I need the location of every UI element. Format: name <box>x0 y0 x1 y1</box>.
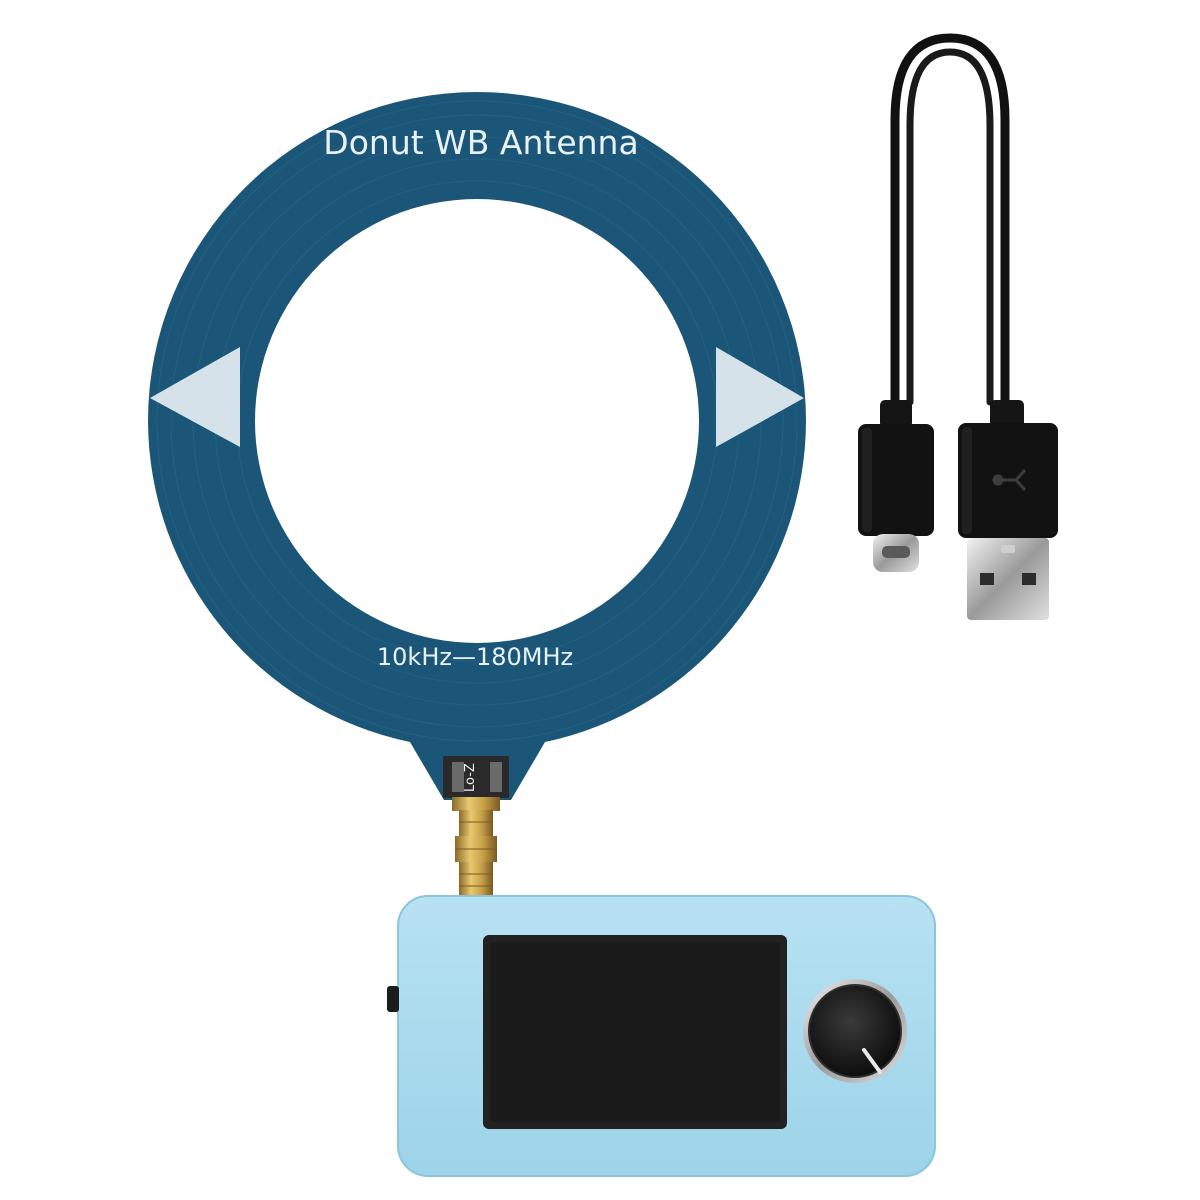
usb-cable <box>858 33 1058 620</box>
cable-strand-left <box>890 33 1010 407</box>
antenna-ring-shape <box>148 92 806 800</box>
receiver-device <box>387 895 936 1177</box>
side-button <box>387 986 399 1012</box>
antenna-title: Donut WB Antenna <box>323 123 638 162</box>
lo-z-label: Lo-Z <box>463 763 478 792</box>
cable-strand-inner <box>906 48 994 406</box>
right-arrow-icon <box>716 347 804 447</box>
donut-antenna-pcb: Donut WB Antenna 10kHz—180MHz Lo-Z <box>148 92 806 800</box>
knob-indicator <box>862 1048 882 1074</box>
usb-a-metal-shell <box>967 538 1049 620</box>
tuning-knob <box>803 979 907 1083</box>
left-arrow-icon <box>150 347 240 447</box>
usb-c-plug <box>858 400 934 572</box>
usb-a-plug <box>958 400 1058 620</box>
usb-icon <box>992 468 1027 492</box>
frequency-range-label: 10kHz—180MHz <box>377 643 573 671</box>
sma-connector <box>452 797 500 898</box>
